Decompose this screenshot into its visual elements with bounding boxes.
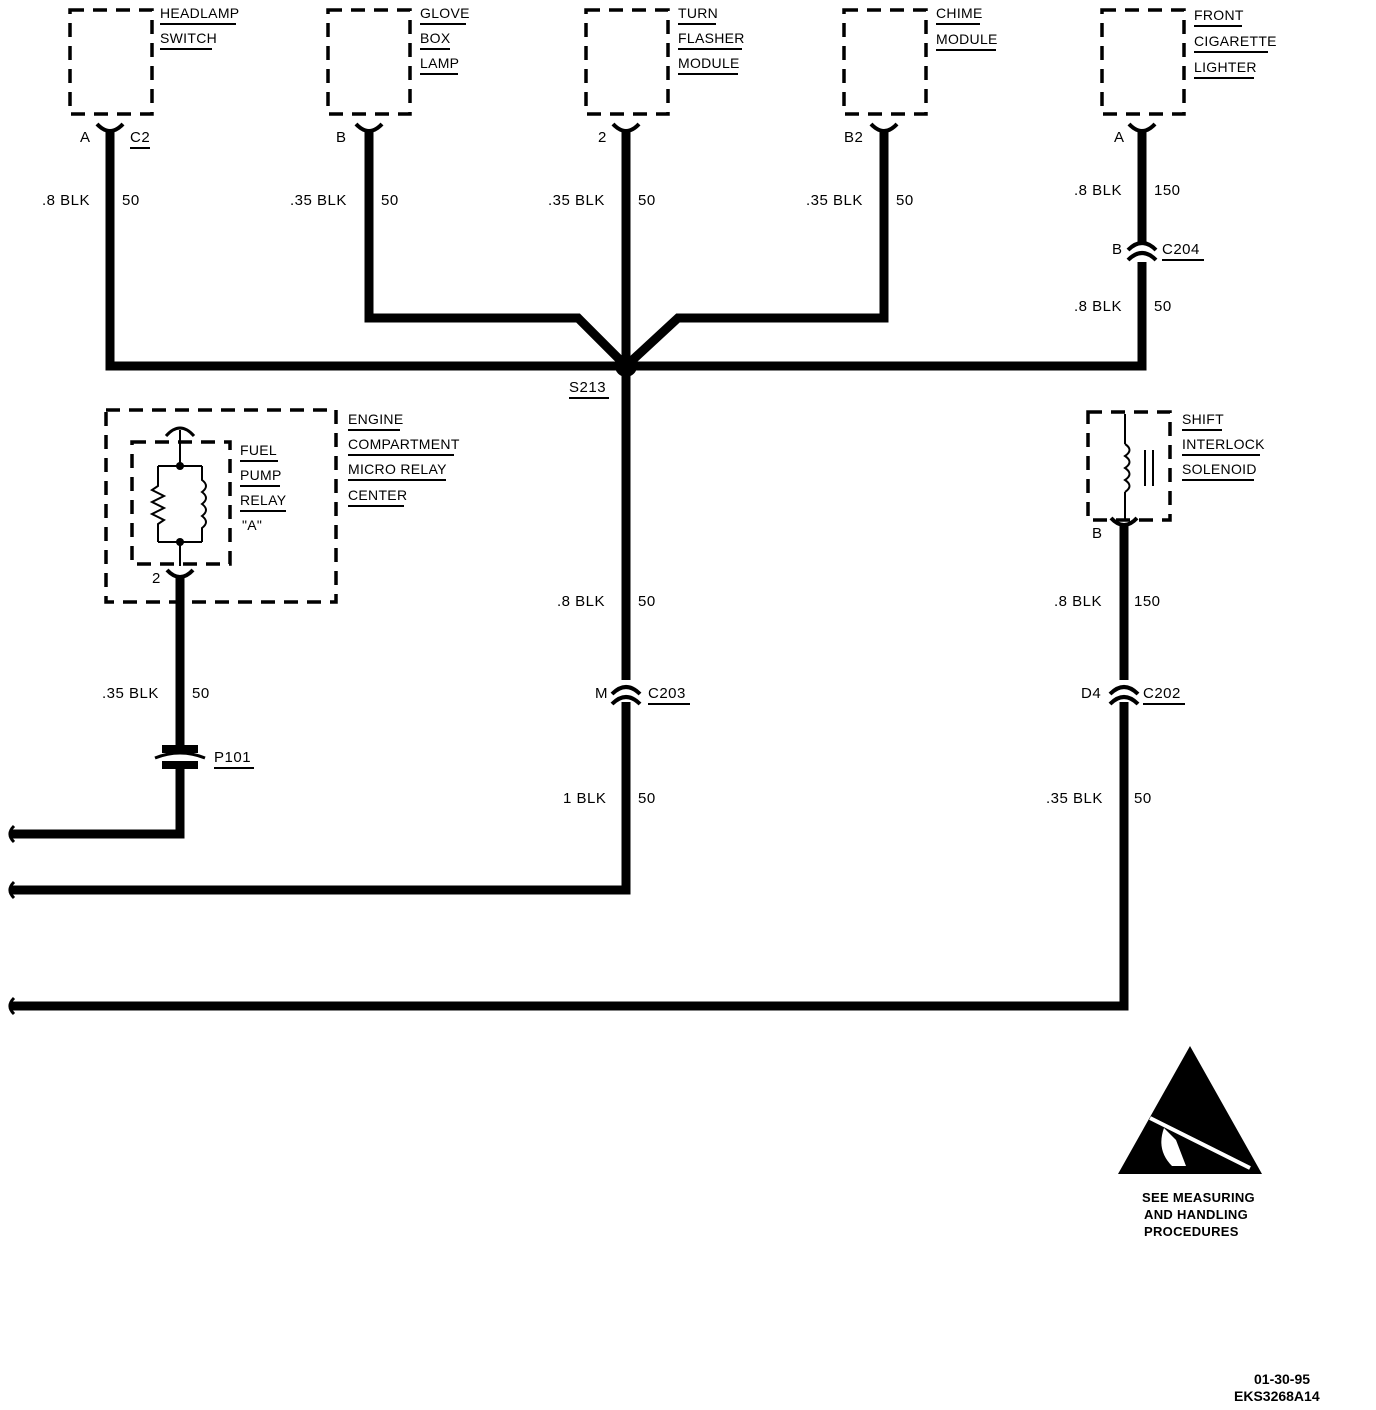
c202-connector — [1108, 685, 1140, 706]
upper-wires — [105, 132, 1147, 371]
c203-name: C203 — [648, 685, 686, 702]
svg-text:FRONT: FRONT — [1194, 7, 1244, 23]
headlamp-connector: C2 — [130, 129, 150, 146]
turn-flasher-module-label: TURN FLASHER MODULE — [678, 5, 745, 75]
chime-module-box — [842, 8, 928, 116]
svg-text:MODULE: MODULE — [678, 55, 740, 71]
headlamp-wire-circuit: 50 — [122, 192, 140, 209]
svg-text:PROCEDURES: PROCEDURES — [1144, 1224, 1239, 1239]
fuel-pump-wire-gauge: .35 BLK — [102, 685, 159, 702]
lighter-upper-wire-circuit: 150 — [1154, 182, 1181, 199]
headlamp-switch-box — [68, 8, 154, 116]
fuel-pump-relay-pin: 2 — [152, 570, 161, 587]
svg-text:GLOVE: GLOVE — [420, 5, 470, 21]
fuel-pump-wire-circuit: 50 — [192, 685, 210, 702]
glove-pin: B — [336, 129, 347, 146]
footer-date: 01-30-95 — [1254, 1371, 1310, 1387]
svg-text:CIGARETTE: CIGARETTE — [1194, 33, 1277, 49]
svg-text:ENGINE: ENGINE — [348, 411, 403, 427]
svg-text:RELAY: RELAY — [240, 492, 287, 508]
fuel-pump-relay-label: FUEL PUMP RELAY "A" — [240, 442, 287, 533]
svg-text:FLASHER: FLASHER — [678, 30, 745, 46]
front-cigarette-lighter-box — [1100, 8, 1186, 116]
shift-lower-wire-gauge: .35 BLK — [1046, 790, 1103, 807]
c202-name: C202 — [1143, 685, 1181, 702]
wire-ends — [8, 824, 16, 1016]
svg-text:"A": "A" — [242, 517, 262, 533]
c202-pin: D4 — [1081, 685, 1101, 702]
p101-grommet — [154, 745, 206, 769]
c203-connector — [610, 685, 642, 706]
center-lower-wire-circuit: 50 — [638, 790, 656, 807]
esd-notice: SEE MEASURING AND HANDLING PROCEDURES — [1142, 1190, 1255, 1239]
svg-text:SEE MEASURING: SEE MEASURING — [1142, 1190, 1255, 1205]
solenoid-pin-cup — [1109, 516, 1139, 527]
center-wire — [10, 366, 631, 895]
headlamp-switch-label: HEADLAMP SWITCH — [160, 5, 239, 50]
svg-text:CHIME: CHIME — [936, 5, 983, 21]
svg-text:CENTER: CENTER — [348, 487, 407, 503]
top-pin-cups — [95, 122, 1157, 133]
svg-text:LIGHTER: LIGHTER — [1194, 59, 1257, 75]
shift-interlock-solenoid-box — [1086, 410, 1172, 522]
splice-s213-label: S213 — [569, 379, 606, 396]
lighter-lower-wire-gauge: .8 BLK — [1074, 298, 1122, 315]
center-upper-wire-circuit: 50 — [638, 593, 656, 610]
glove-box-lamp-label: GLOVE BOX LAMP — [420, 5, 470, 75]
svg-text:SOLENOID: SOLENOID — [1182, 461, 1257, 477]
svg-text:FUEL: FUEL — [240, 442, 277, 458]
c204-pin: B — [1112, 241, 1123, 258]
c204-connector — [1126, 241, 1158, 262]
solenoid-coil-icon — [1123, 414, 1154, 520]
svg-text:MICRO RELAY: MICRO RELAY — [348, 461, 447, 477]
center-lower-wire-gauge: 1 BLK — [563, 790, 606, 807]
chime-pin: B2 — [844, 129, 863, 146]
shift-upper-wire-circuit: 150 — [1134, 593, 1161, 610]
headlamp-pin: A — [80, 129, 91, 146]
engine-compartment-label: ENGINE COMPARTMENT MICRO RELAY CENTER — [348, 411, 460, 507]
shift-wire — [10, 526, 1129, 1011]
p101-label: P101 — [214, 749, 251, 766]
svg-text:AND HANDLING: AND HANDLING — [1144, 1207, 1248, 1222]
shift-upper-wire-gauge: .8 BLK — [1054, 593, 1102, 610]
svg-text:LAMP: LAMP — [420, 55, 459, 71]
footer-code: EKS3268A14 — [1234, 1388, 1320, 1404]
glove-box-lamp-box — [326, 8, 412, 116]
svg-text:PUMP: PUMP — [240, 467, 282, 483]
chime-wire-gauge: .35 BLK — [806, 192, 863, 209]
headlamp-wire-gauge: .8 BLK — [42, 192, 90, 209]
esd-warning-icon — [1118, 1046, 1262, 1174]
svg-text:SHIFT: SHIFT — [1182, 411, 1224, 427]
turn-flasher-module-box — [584, 8, 670, 116]
lighter-lower-wire-circuit: 50 — [1154, 298, 1172, 315]
solenoid-pin: B — [1092, 525, 1103, 542]
c204-name: C204 — [1162, 241, 1200, 258]
c203-pin: M — [595, 685, 608, 702]
lighter-pin: A — [1114, 129, 1125, 146]
svg-text:TURN: TURN — [678, 5, 718, 21]
shift-lower-wire-circuit: 50 — [1134, 790, 1152, 807]
fuel-pump-wire — [10, 578, 185, 839]
turn-wire-gauge: .35 BLK — [548, 192, 605, 209]
svg-text:COMPARTMENT: COMPARTMENT — [348, 436, 460, 452]
svg-text:SWITCH: SWITCH — [160, 30, 217, 46]
chime-wire-circuit: 50 — [896, 192, 914, 209]
turn-pin: 2 — [598, 129, 607, 146]
svg-text:INTERLOCK: INTERLOCK — [1182, 436, 1265, 452]
svg-text:BOX: BOX — [420, 30, 451, 46]
svg-text:MODULE: MODULE — [936, 31, 998, 47]
front-cigarette-lighter-label: FRONT CIGARETTE LIGHTER — [1194, 7, 1277, 79]
engine-compartment-micro-relay-center-box — [104, 408, 338, 604]
relay-pin-cup — [165, 568, 195, 579]
svg-text:HEADLAMP: HEADLAMP — [160, 5, 239, 21]
chime-module-label: CHIME MODULE — [936, 5, 998, 51]
shift-interlock-solenoid-label: SHIFT INTERLOCK SOLENOID — [1182, 411, 1265, 481]
glove-wire-circuit: 50 — [381, 192, 399, 209]
lighter-upper-wire-gauge: .8 BLK — [1074, 182, 1122, 199]
relay-coil-icon — [149, 426, 207, 566]
glove-wire-gauge: .35 BLK — [290, 192, 347, 209]
center-upper-wire-gauge: .8 BLK — [557, 593, 605, 610]
turn-wire-circuit: 50 — [638, 192, 656, 209]
